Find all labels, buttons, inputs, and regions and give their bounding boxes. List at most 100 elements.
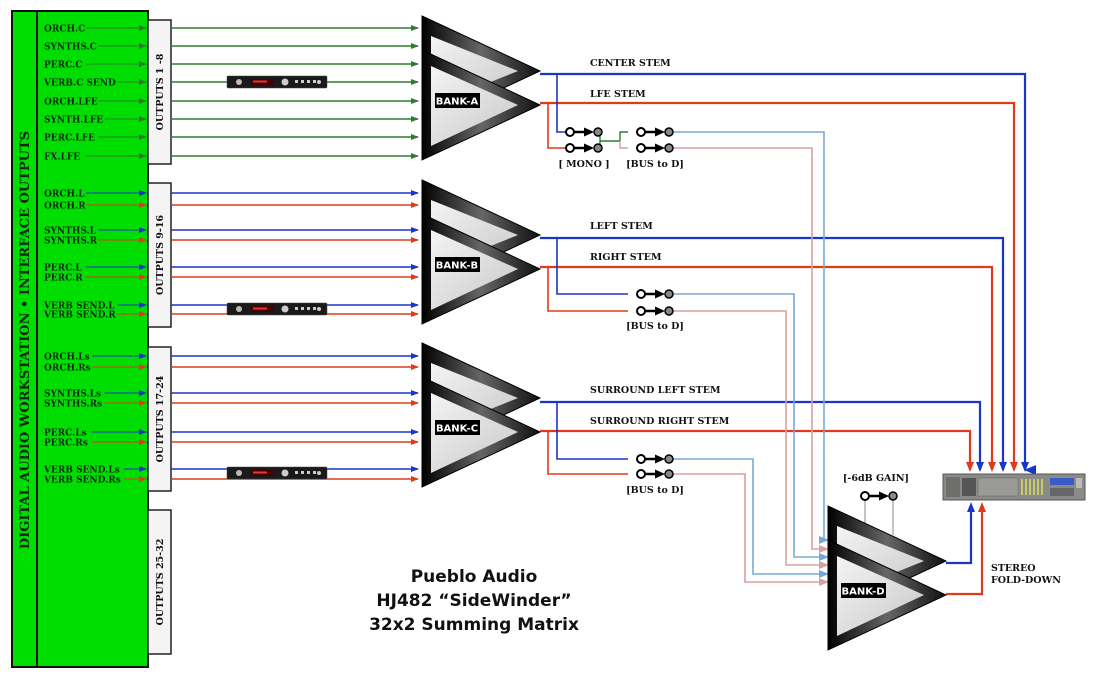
bus-to-d-switch-b-r[interactable] [636, 306, 674, 316]
reverb-knob [236, 79, 242, 85]
switch-arrow-icon [655, 306, 665, 316]
channel-label: SYNTHS.L [44, 227, 97, 237]
bus-to-d-label-c: [BUS to D] [626, 485, 684, 496]
reverb-knob [236, 306, 242, 312]
channel-label: FX.LFE [44, 153, 80, 163]
stem-label-left: LEFT STEM [590, 221, 653, 232]
converter-input-arrow [966, 462, 974, 472]
bank-label-bg [841, 583, 886, 598]
converter-input-arrow [1021, 462, 1029, 472]
switch-arrow-icon [655, 289, 665, 299]
surround-left-tap-line [556, 402, 628, 460]
output-group-label: OUTPUTS 9-16 [155, 215, 166, 295]
channel-label: SYNTHS.Ls [44, 390, 101, 400]
stereo-label-line2: FOLD-DOWN [991, 575, 1061, 586]
bank-c-bus-line-r [672, 473, 829, 586]
bank-b-bus-line-l [672, 293, 829, 561]
bank-label: BANK-C [436, 424, 478, 435]
channel-label: PERC.C [44, 61, 82, 71]
channel-label: VERB SEND.Rs [43, 476, 121, 486]
bank-label-bg [435, 93, 480, 108]
switch-output-terminal [593, 127, 603, 137]
switch-output-terminal [664, 306, 674, 316]
bank-label: BANK-B [436, 261, 478, 272]
switch-arrow-icon [655, 469, 665, 479]
channel-label: SYNTHS.C [44, 43, 97, 53]
bus-to-d-label-a: [BUS to D] [626, 159, 684, 170]
switch-output-terminal [664, 454, 674, 464]
title-line2: HJ482 “SideWinder” [376, 591, 571, 611]
da-converter-rack-unit [942, 473, 1086, 501]
right-tap-line [547, 267, 628, 312]
channel-label: ORCH.L [44, 190, 85, 200]
output-group-box [147, 19, 172, 165]
bus-to-d-switch-b-l[interactable] [636, 289, 674, 299]
reverb-knob [317, 471, 321, 475]
title-line3: 32x2 Summing Matrix [369, 615, 579, 635]
channel-label: VERB SEND.R [43, 311, 116, 321]
reverb-knob [317, 307, 321, 311]
output-group-label: OUTPUTS 1 -8 [155, 53, 166, 130]
reverb-unit [226, 75, 328, 89]
gain-switch-label: [-6dB GAIN] [843, 473, 909, 484]
channel-label: ORCH.R [44, 202, 86, 212]
bus-to-d-label-b: [BUS to D] [626, 321, 684, 332]
mono-sum-line [599, 131, 628, 142]
converter-input-arrow [976, 462, 984, 472]
channel-label: PERC.L [44, 264, 82, 274]
stem-label-right: RIGHT STEM [590, 252, 662, 263]
switch-output-terminal [664, 469, 674, 479]
reverb-unit [226, 466, 328, 480]
reverb-button [295, 80, 298, 83]
bus-to-d-switch-c-r[interactable] [636, 469, 674, 479]
gain-switch[interactable] [860, 491, 898, 501]
bank-label-bg [435, 420, 480, 435]
bank-b-summing-amp: BANK-B [421, 179, 542, 325]
converter-return-arrow [978, 502, 986, 512]
reverb-button [313, 471, 316, 474]
converter-input-arrow [999, 462, 1007, 472]
output-group-box [147, 182, 172, 328]
mono-switch-lfe[interactable] [565, 143, 603, 153]
switch-input-terminal [565, 143, 575, 153]
switch-arrow-icon [584, 127, 594, 137]
output-group-label: OUTPUTS 17-24 [155, 375, 166, 462]
reverb-button [295, 471, 298, 474]
bank-label: BANK-D [841, 587, 884, 598]
mono-sum-line-r [619, 141, 628, 149]
left-stem-line [540, 236, 1005, 470]
stereo-fold-r-line [946, 512, 984, 596]
stem-label-surround-right: SURROUND RIGHT STEM [590, 416, 730, 427]
lfe-stem-line [540, 101, 1016, 470]
bus-to-d-switch-c-l[interactable] [636, 454, 674, 464]
channel-label: PERC.LFE [44, 134, 95, 144]
surround-right-tap-line [547, 431, 628, 475]
bank-a-bus-line-r [672, 147, 829, 553]
bank-a-bus-line-l [672, 131, 829, 544]
switch-input-terminal [565, 127, 575, 137]
stem-label-surround-left: SURROUND LEFT STEM [590, 385, 721, 396]
stereo-fold-l-line [946, 512, 973, 565]
bus-to-d-switch-a-l[interactable] [636, 127, 674, 137]
reverb-button [307, 80, 310, 83]
bus-to-d-switch-a-r[interactable] [636, 143, 674, 153]
daw-side-label: DIGITAL AUDIO WORKSTATION • INTERFACE OU… [18, 131, 33, 549]
channel-label: VERB SEND.Ls [43, 466, 120, 476]
switch-input-terminal [636, 454, 646, 464]
reverb-unit [226, 302, 328, 316]
switch-input-terminal [636, 289, 646, 299]
converter-input-arrow [988, 462, 996, 472]
stem-label-center: CENTER STEM [590, 58, 671, 69]
switch-input-terminal [636, 469, 646, 479]
output-group-label: OUTPUTS 25-32 [155, 539, 166, 626]
output-group-box [147, 346, 172, 492]
right-stem-line [540, 265, 994, 470]
switch-arrow-icon [584, 143, 594, 153]
reverb-display-text [253, 80, 267, 83]
mono-switch-center[interactable] [565, 127, 603, 137]
reverb-button [301, 471, 304, 474]
converter-return-arrow [967, 502, 975, 512]
switch-input-terminal [636, 127, 646, 137]
reverb-knob [281, 305, 289, 313]
stem-label-lfe: LFE STEM [590, 89, 646, 100]
